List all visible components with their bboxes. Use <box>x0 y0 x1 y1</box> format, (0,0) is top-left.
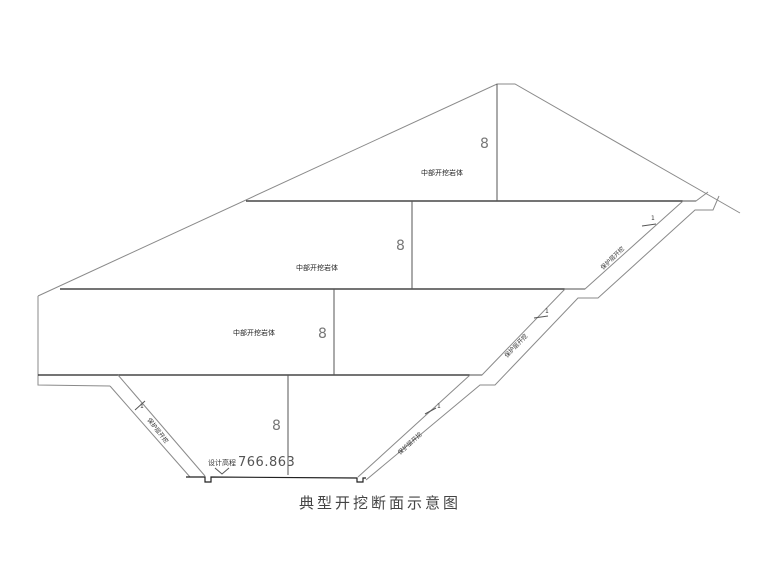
thickness-mark-right-2: 1 <box>545 308 549 315</box>
thickness-marks: 1 1 1 1 <box>134 215 657 415</box>
height-mark-upper: 8 <box>480 136 489 152</box>
thickness-mark-right-3: 1 <box>651 215 655 222</box>
right-excavation-slope-inner <box>357 191 709 478</box>
bench-lines <box>38 200 696 376</box>
height-dimension-lines <box>287 84 498 475</box>
zone-label-upper: 中部开挖岩体 <box>421 168 463 177</box>
left-boundary <box>37 296 118 387</box>
thickness-mark-left: 1 <box>140 403 144 410</box>
protection-layer-label-right-2: 保护层开挖 <box>503 332 530 359</box>
figure-caption: 典型开挖断面示意图 <box>298 494 461 512</box>
excavation-floor <box>186 476 366 483</box>
design-elevation-label: 设计高程 <box>208 458 236 467</box>
zone-labels: 中部开挖岩体 中部开挖岩体 中部开挖岩体 <box>233 168 463 337</box>
left-excavation-slope <box>109 374 206 478</box>
ground-surface-line <box>37 83 741 297</box>
protection-layer-label-right-1: 保护层开挖 <box>396 430 424 456</box>
height-marks: 8 8 8 8 <box>272 136 489 434</box>
protection-layer-labels: 保护层开挖 保护层开挖 保护层开挖 保护层开挖 <box>145 245 626 457</box>
height-mark-middle-lower: 8 <box>318 326 327 342</box>
zone-label-middle-lower: 中部开挖岩体 <box>233 328 275 337</box>
height-mark-bottom: 8 <box>272 418 281 434</box>
zone-label-middle-upper: 中部开挖岩体 <box>296 263 338 272</box>
protection-layer-label-right-3: 保护层开挖 <box>599 245 626 272</box>
right-excavation-slope-outer <box>365 195 720 481</box>
design-elevation-value: 766.863 <box>238 455 295 470</box>
height-mark-middle-upper: 8 <box>396 238 405 254</box>
thickness-mark-right-1: 1 <box>437 403 441 410</box>
design-elevation-marker: 设计高程 766.863 <box>208 455 295 475</box>
